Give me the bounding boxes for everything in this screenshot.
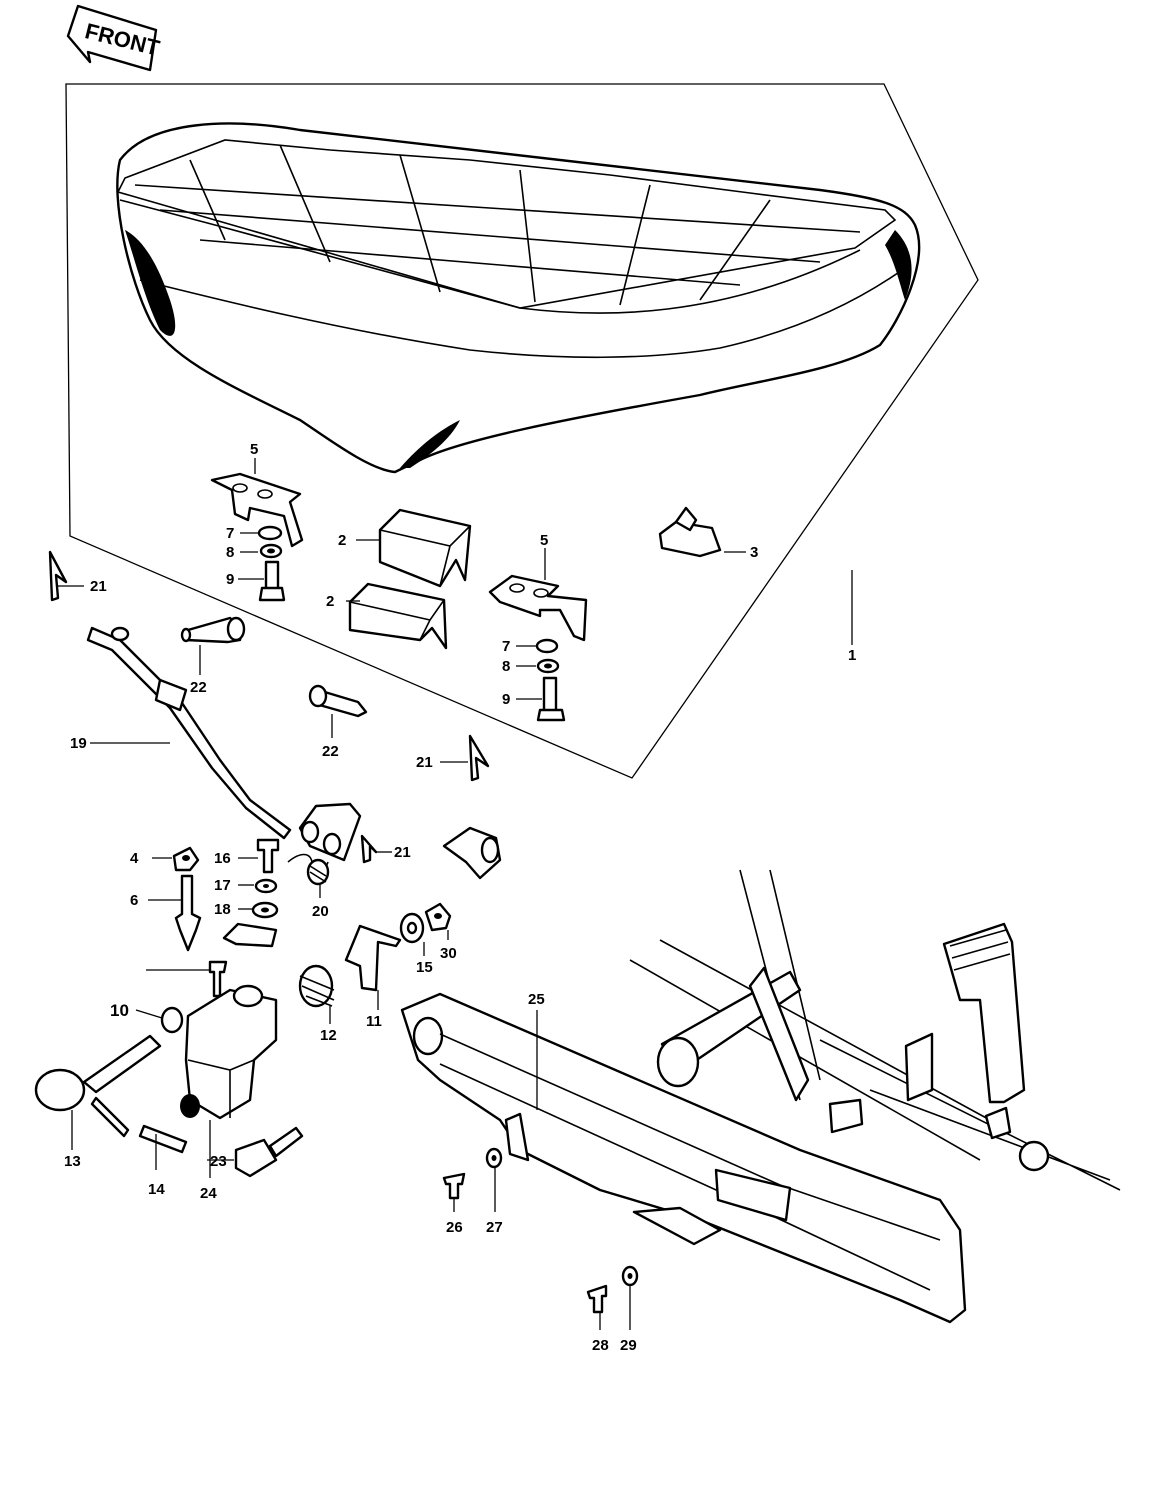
- callout-5-right: 5: [540, 532, 548, 549]
- leader-lines: [58, 458, 853, 1330]
- fastener-stack-right: [535, 638, 566, 722]
- callout-25: 25: [528, 991, 545, 1008]
- callout-20: 20: [312, 903, 329, 920]
- callout-14: 14: [148, 1181, 165, 1198]
- hinge-bracket-right: [442, 826, 502, 880]
- knob-part-13: [34, 1034, 162, 1138]
- front-arrow-icon: FRONT: [66, 4, 163, 72]
- callout-29: 29: [620, 1337, 637, 1354]
- spring-part-20: [287, 853, 330, 886]
- callout-8-left: 8: [226, 544, 234, 561]
- callout-13: 13: [64, 1153, 81, 1170]
- frame-background: [629, 869, 1121, 1191]
- spring-part-12: [298, 964, 335, 1008]
- pin-part-22-upper: [180, 616, 246, 644]
- callout-labels: 1 2 2 3 4 5 5 6 7 7 8 8 9 9 10 11 12 13 …: [64, 441, 856, 1354]
- pin-part-14: [138, 1124, 188, 1154]
- callout-30: 30: [440, 945, 457, 962]
- washer-part-15: [399, 912, 425, 944]
- callout-26: 26: [446, 1219, 463, 1236]
- callout-12: 12: [320, 1027, 337, 1044]
- callout-23: 23: [210, 1153, 227, 1170]
- callout-19: 19: [70, 735, 87, 752]
- callout-2-upper: 2: [338, 532, 346, 549]
- callout-21-lower: 21: [394, 844, 411, 861]
- seat-drawing: [116, 122, 921, 474]
- washer-part-10: [160, 1006, 184, 1034]
- rod-part-19: [86, 626, 292, 840]
- stopper-part-3: [658, 506, 722, 558]
- callout-7-right: 7: [502, 638, 510, 655]
- chain-cover-part-25: [400, 992, 967, 1324]
- hinge-part-upper: [298, 802, 362, 862]
- bolt-part-16: [256, 838, 280, 874]
- clip-part-21-middle: [468, 734, 490, 782]
- bracket-part-5-right: [488, 574, 588, 642]
- damper-block-part-2-lower: [348, 582, 448, 650]
- callout-8-right: 8: [502, 658, 510, 675]
- washer-part-18: [251, 901, 279, 919]
- bracket-part-11: [344, 924, 402, 992]
- callout-17: 17: [214, 877, 231, 894]
- bracket-part-5-left: [210, 472, 304, 548]
- callout-18: 18: [214, 901, 231, 918]
- screw-part-26: [442, 1172, 466, 1200]
- bracket-part-under-18: [222, 922, 278, 948]
- callout-24: 24: [200, 1185, 217, 1202]
- callout-27: 27: [486, 1219, 503, 1236]
- callout-4: 4: [130, 850, 139, 867]
- callout-2-lower: 2: [326, 593, 334, 610]
- washer-part-27: [485, 1147, 503, 1169]
- nut-part-4: [172, 846, 200, 872]
- callout-10: 10: [110, 1001, 129, 1020]
- clip-part-21-top: [48, 550, 68, 602]
- callout-11: 11: [366, 1013, 382, 1030]
- damper-block-part-2-upper: [378, 508, 472, 588]
- washer-part-17: [254, 878, 278, 894]
- callout-9-right: 9: [502, 691, 510, 708]
- fastener-stack-left: [257, 525, 286, 602]
- callout-7-left: 7: [226, 525, 234, 542]
- screw-part-31: [208, 960, 228, 998]
- callout-9-left: 9: [226, 571, 234, 588]
- bolt-part-6: [174, 874, 202, 952]
- key-part-23: [234, 1126, 304, 1178]
- callout-3: 3: [750, 544, 758, 561]
- seat-assembly-outline: [65, 83, 979, 779]
- callout-22-lower: 22: [322, 743, 339, 760]
- callout-16: 16: [214, 850, 231, 867]
- callout-28: 28: [592, 1337, 609, 1354]
- clip-part-21-lower: [360, 834, 378, 864]
- callout-1: 1: [848, 647, 856, 664]
- screw-part-28: [586, 1284, 608, 1314]
- nut-part-30: [424, 902, 452, 932]
- callout-21-top: 21: [90, 578, 107, 595]
- callout-22-upper: 22: [190, 679, 207, 696]
- callout-6: 6: [130, 892, 138, 909]
- washer-part-29: [621, 1265, 639, 1287]
- callout-15: 15: [416, 959, 433, 976]
- callout-21-middle: 21: [416, 754, 433, 771]
- lock-body: [180, 984, 278, 1120]
- pin-part-22-lower: [308, 684, 368, 718]
- callout-5-left: 5: [250, 441, 258, 458]
